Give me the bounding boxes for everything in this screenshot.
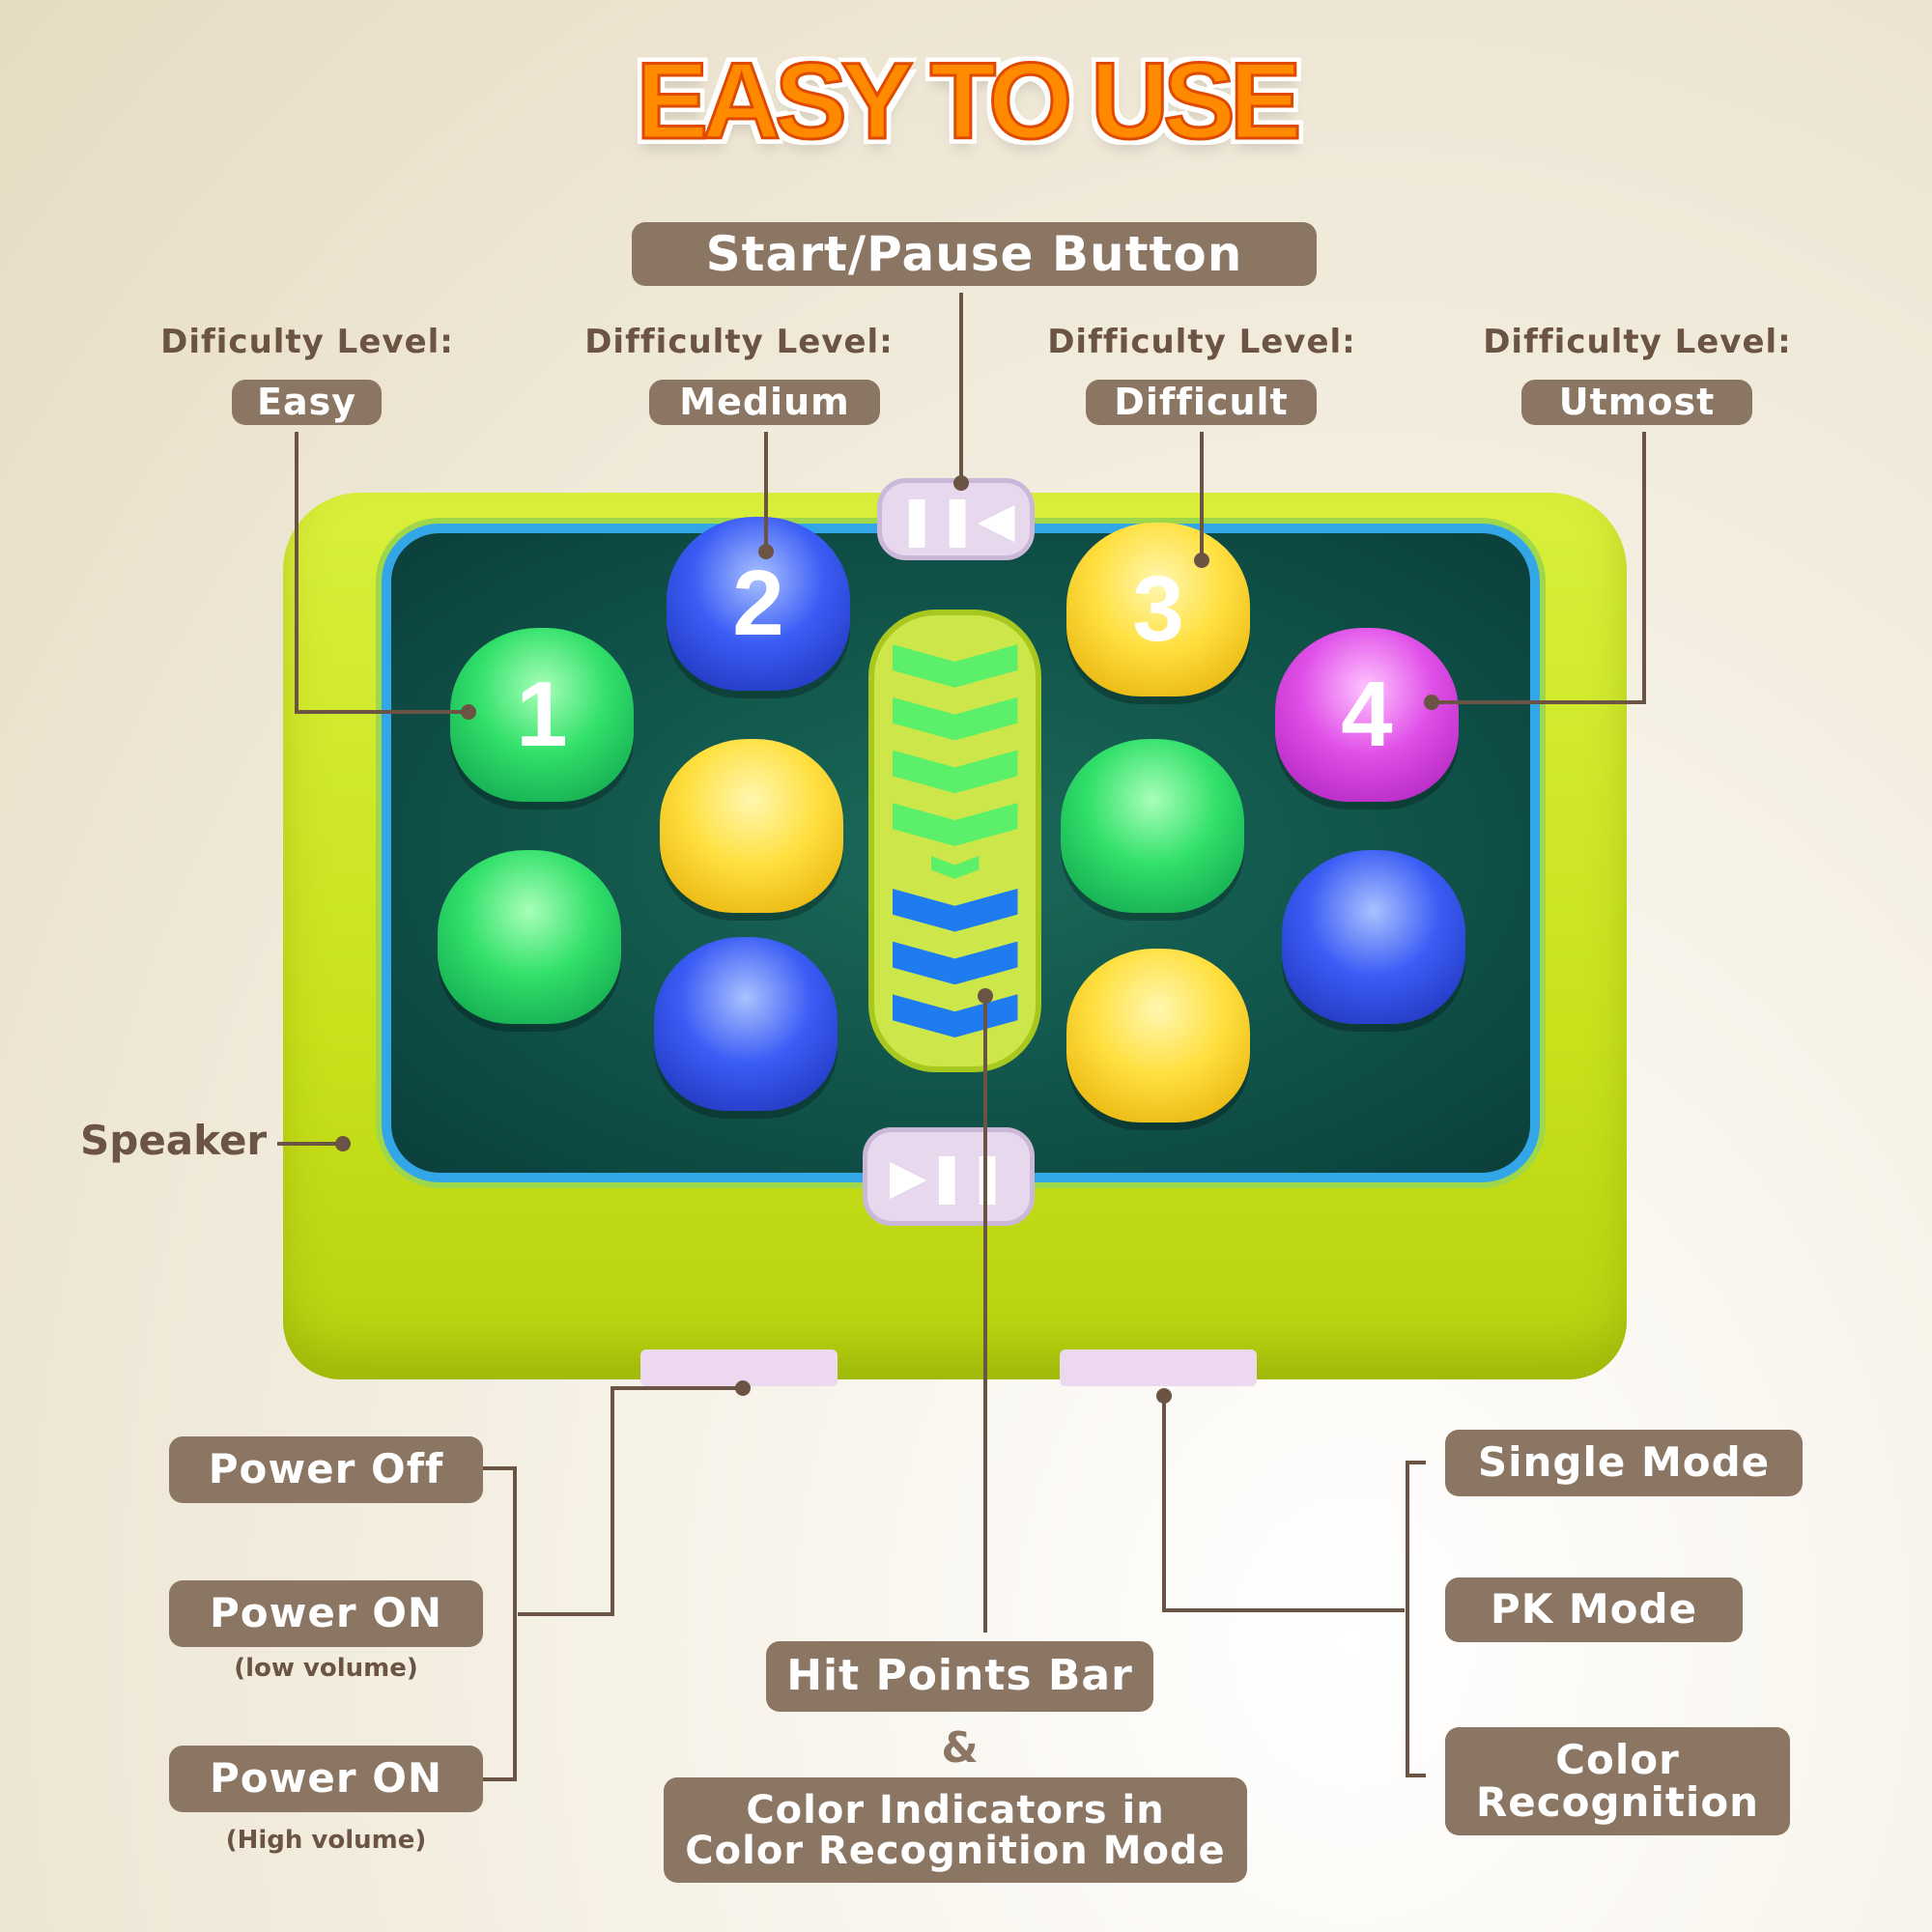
power-on-high-sub: (High volume) (225, 1826, 427, 1855)
power-on-low-sub: (low volume) (234, 1654, 418, 1683)
hit-points-label: Hit Points Bar (766, 1641, 1153, 1712)
power-on-low-label: Power ON (169, 1580, 483, 1647)
color-recognition-label: Color Recognition (1445, 1727, 1790, 1835)
game-button-green-left[interactable] (438, 850, 621, 1024)
game-button-blue-right[interactable] (1282, 850, 1465, 1024)
level-heading-difficult: Difficulty Level: (1047, 323, 1356, 361)
level-medium: Medium (649, 380, 880, 425)
game-button-green-right[interactable] (1061, 739, 1244, 913)
level-difficult: Difficult (1086, 380, 1317, 425)
hit-points-bar (868, 610, 1041, 1072)
start-pause-label: Start/Pause Button (632, 222, 1317, 286)
level-utmost: Utmost (1521, 380, 1752, 425)
game-button-2[interactable]: 2 (667, 517, 850, 691)
indicator-center (930, 855, 980, 879)
game-button-3[interactable]: 3 (1066, 523, 1250, 696)
power-on-high-label: Power ON (169, 1746, 483, 1812)
level-heading-utmost: Difficulty Level: (1483, 323, 1792, 361)
game-button-yellow-right[interactable] (1066, 949, 1250, 1122)
speaker-label: Speaker (80, 1117, 268, 1164)
game-button-blue-left[interactable] (654, 937, 838, 1111)
game-button-1[interactable]: 1 (450, 628, 634, 802)
ampersand: & (941, 1723, 979, 1773)
game-button-4[interactable]: 4 (1275, 628, 1459, 802)
page-title: EASY TO USE (635, 40, 1303, 163)
pk-mode-label: PK Mode (1445, 1577, 1743, 1642)
level-easy: Easy (232, 380, 382, 425)
game-button-yellow-left[interactable] (660, 739, 843, 913)
play-pause-icon[interactable]: ▶❚❚ (863, 1127, 1035, 1226)
power-switch[interactable] (640, 1350, 838, 1386)
level-heading-easy: Dificulty Level: (160, 323, 454, 361)
single-mode-label: Single Mode (1445, 1430, 1803, 1496)
color-indicators-label: Color Indicators in Color Recognition Mo… (664, 1777, 1247, 1883)
power-off-label: Power Off (169, 1436, 483, 1503)
level-heading-medium: Difficulty Level: (584, 323, 894, 361)
mode-switch[interactable] (1060, 1350, 1257, 1386)
